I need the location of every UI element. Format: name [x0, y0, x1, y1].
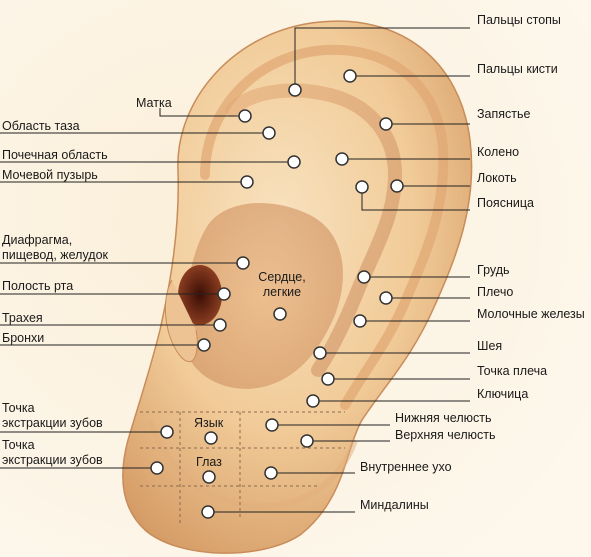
- label-mouth: Полость рта: [2, 279, 74, 293]
- point-shoulder-point: [321, 372, 335, 386]
- point-mammary: [353, 314, 367, 328]
- point-fingers: [343, 69, 357, 83]
- tragus: [164, 279, 198, 362]
- point-lower-jaw: [265, 418, 279, 432]
- label-tooth-1-line1: Точка: [2, 401, 35, 415]
- ear-canal: [178, 265, 222, 325]
- label-tooth-1-line2: экстракции зубов: [2, 416, 103, 430]
- point-lumbar: [355, 180, 369, 194]
- concha: [184, 203, 343, 389]
- label-lumbar: Поясница: [477, 196, 534, 210]
- label-chest: Грудь: [477, 263, 510, 277]
- point-upper-jaw: [300, 434, 314, 448]
- point-elbow: [390, 179, 404, 193]
- label-inner-ear: Внутреннее ухо: [360, 460, 452, 474]
- point-toes: [288, 83, 302, 97]
- label-tooth-2-line2: экстракции зубов: [2, 453, 103, 467]
- point-bronchi: [197, 338, 211, 352]
- label-neck: Шея: [477, 339, 503, 353]
- label-clavicle: Ключица: [477, 387, 529, 401]
- label-pelvis: Область таза: [2, 119, 80, 133]
- label-tonsils: Миндалины: [360, 498, 429, 512]
- point-neck: [313, 346, 327, 360]
- label-tongue: Язык: [194, 416, 224, 430]
- label-tooth-2-line1: Точка: [2, 438, 35, 452]
- point-uterus: [238, 109, 252, 123]
- label-eye: Глаз: [196, 455, 222, 469]
- earlobe: [147, 419, 358, 510]
- point-chest: [357, 270, 371, 284]
- point-eye: [202, 470, 216, 484]
- lobe-grid: [140, 411, 345, 525]
- point-inner-ear: [264, 466, 278, 480]
- label-fingers: Пальцы кисти: [477, 62, 558, 76]
- point-diaphragm: [236, 256, 250, 270]
- helix-rim: [200, 44, 449, 410]
- label-diaphragm-2: пищевод, желудок: [2, 248, 109, 262]
- point-heart-lungs: [273, 307, 287, 321]
- label-toes: Пальцы стопы: [477, 13, 561, 27]
- point-tongue: [204, 431, 218, 445]
- label-shoulder: Плечо: [477, 285, 514, 299]
- point-tooth-2: [150, 461, 164, 475]
- point-tooth-1: [160, 425, 174, 439]
- point-bladder: [240, 175, 254, 189]
- point-shoulder: [379, 291, 393, 305]
- point-trachea: [213, 318, 227, 332]
- point-tonsils: [201, 505, 215, 519]
- point-knee: [335, 152, 349, 166]
- label-mammary: Молочные железы: [477, 307, 585, 321]
- point-wrist: [379, 117, 393, 131]
- label-wrist: Запястье: [477, 107, 531, 121]
- label-shoulder-point: Точка плеча: [477, 364, 548, 378]
- label-kidney: Почечная область: [2, 148, 108, 162]
- point-pelvis: [262, 126, 276, 140]
- point-clavicle: [306, 394, 320, 408]
- label-lower-jaw: Нижняя челюсть: [395, 411, 492, 425]
- point-kidney: [287, 155, 301, 169]
- label-bronchi: Бронхи: [2, 331, 45, 345]
- label-bladder: Мочевой пузырь: [2, 168, 98, 182]
- point-mouth: [217, 287, 231, 301]
- label-trachea: Трахея: [2, 311, 43, 325]
- label-knee: Колено: [477, 145, 520, 159]
- leader-lines: [0, 27, 470, 513]
- label-upper-jaw: Верхняя челюсть: [395, 428, 496, 442]
- label-heart-lungs-1: Сердце,: [258, 270, 306, 284]
- label-diaphragm-1: Диафрагма,: [2, 233, 73, 247]
- label-elbow: Локоть: [477, 171, 517, 185]
- label-heart-lungs-2: легкие: [262, 285, 302, 299]
- label-uterus: Матка: [136, 96, 172, 110]
